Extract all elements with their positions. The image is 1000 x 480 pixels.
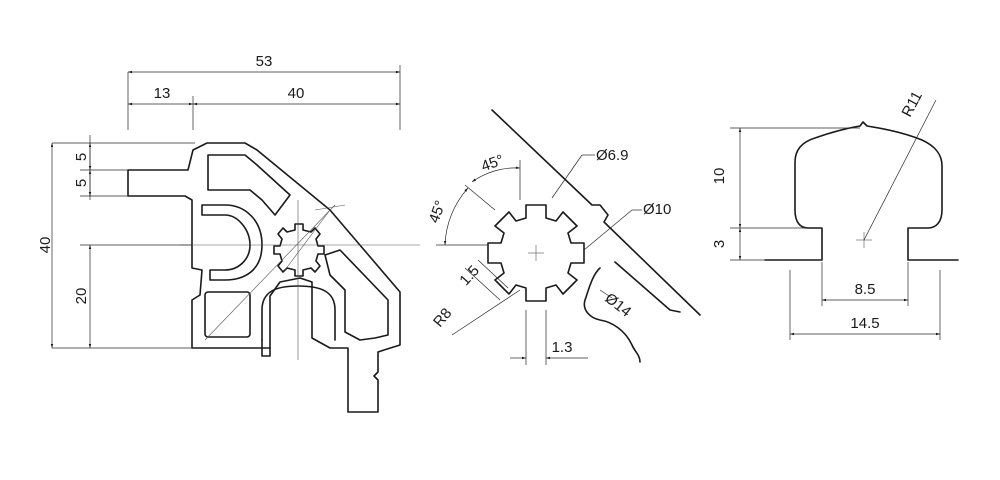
nut-outline [764,121,959,261]
dia-10: Ø10 [643,201,671,218]
figure-1-profile: 53 13 40 5 5 40 20 [37,53,420,413]
dim-10: 10 [711,168,728,185]
dim-14-5: 14.5 [850,315,879,332]
dim-5-a: 5 [73,153,90,161]
radius-r11: R11 [899,89,926,120]
dim-13: 13 [154,85,171,102]
profile-slot-left [201,204,263,281]
detail-lower-wall [583,267,641,363]
dim-20: 20 [73,288,90,305]
dim-8-5: 8.5 [855,281,876,298]
dim-1-5: 1.5 [456,262,483,289]
angle-45-left: 45° [426,198,450,225]
profile-cavity-right [324,249,389,341]
dia-6-9: Ø6.9 [596,147,629,164]
dim-40-vertical: 40 [37,237,54,254]
detail-edge [491,109,701,316]
profile-core-star [273,223,325,277]
dim-1-3: 1.3 [552,339,573,356]
detail-star [487,204,585,302]
profile-outline [127,142,401,413]
angle-45-top: 45° [479,152,506,176]
profile-cavity-upper [207,154,291,216]
profile-arch [261,285,336,341]
dim-40-horizontal: 40 [288,85,305,102]
figure-2-core-detail: 45° 45° Ø6.9 Ø10 Ø14 1.5 R8 1.3 [426,109,701,365]
figure-3-nut-profile: R11 10 3 8.5 14.5 [711,89,959,340]
profile-cavity-square [204,291,251,338]
dim-5-b: 5 [73,179,90,187]
radius-r8: R8 [430,305,455,331]
dim-53: 53 [256,53,273,70]
dim-3: 3 [711,240,728,248]
